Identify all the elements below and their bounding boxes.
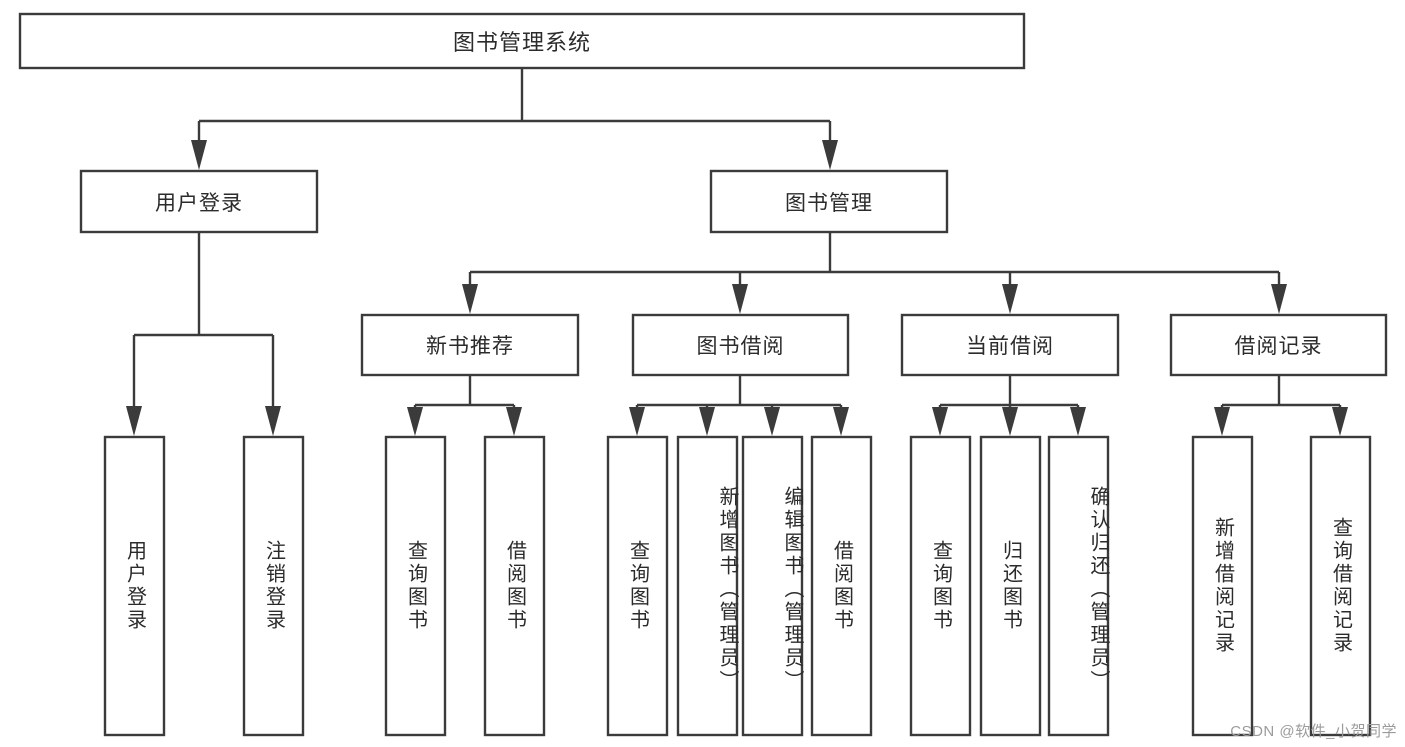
node-box-leaf-query-book-1[interactable] — [384, 435, 447, 737]
arrow-to-user-login — [191, 140, 207, 170]
arrow-to-leaf-user-login — [126, 406, 142, 436]
arrow-to-leaf-logout — [265, 406, 281, 436]
arrow-to-leaf-query-book-2 — [629, 407, 645, 436]
arrow-to-leaf-confirm-return — [1070, 407, 1086, 436]
arrow-to-leaf-return-book — [1002, 407, 1018, 436]
arrow-to-borrow-record — [1271, 284, 1287, 314]
node-box-leaf-borrow-book-2[interactable] — [810, 435, 873, 737]
arrow-to-leaf-add-book — [699, 407, 715, 436]
node-box-book-borrow[interactable] — [631, 313, 850, 377]
node-box-borrow-record[interactable] — [1169, 313, 1388, 377]
node-box-book-manage[interactable] — [709, 169, 949, 234]
node-box-leaf-edit-book[interactable] — [741, 435, 804, 737]
node-box-leaf-confirm-return[interactable] — [1047, 435, 1110, 737]
node-box-root[interactable] — [18, 12, 1026, 70]
node-box-leaf-logout[interactable] — [242, 435, 305, 737]
arrow-to-leaf-query-record — [1332, 407, 1348, 436]
node-box-new-book-recommend[interactable] — [360, 313, 580, 377]
node-box-current-borrow[interactable] — [900, 313, 1120, 377]
arrow-to-leaf-query-book-1 — [407, 407, 423, 436]
arrow-to-new-book-recommend — [462, 284, 478, 314]
node-box-leaf-user-login[interactable] — [103, 435, 166, 737]
node-box-leaf-add-book[interactable] — [676, 435, 739, 737]
node-box-leaf-query-record[interactable] — [1309, 435, 1372, 737]
node-box-leaf-query-book-2[interactable] — [606, 435, 669, 737]
node-box-leaf-return-book[interactable] — [979, 435, 1042, 737]
node-box-leaf-query-book-3[interactable] — [909, 435, 972, 737]
arrow-to-book-borrow — [732, 284, 748, 314]
arrow-to-leaf-edit-book — [764, 407, 780, 436]
arrow-to-leaf-add-record — [1214, 407, 1230, 436]
node-box-leaf-add-record[interactable] — [1191, 435, 1254, 737]
node-box-leaf-borrow-book-1[interactable] — [483, 435, 546, 737]
arrow-to-book-manage — [822, 140, 838, 170]
arrow-to-leaf-borrow-book-1 — [506, 407, 522, 436]
arrow-to-leaf-query-book-3 — [932, 407, 948, 436]
connector-layer — [126, 68, 1348, 436]
node-box-layer — [18, 12, 1388, 737]
node-box-user-login[interactable] — [79, 169, 319, 234]
arrow-to-leaf-borrow-book-2 — [833, 407, 849, 436]
arrow-to-current-borrow — [1002, 284, 1018, 314]
